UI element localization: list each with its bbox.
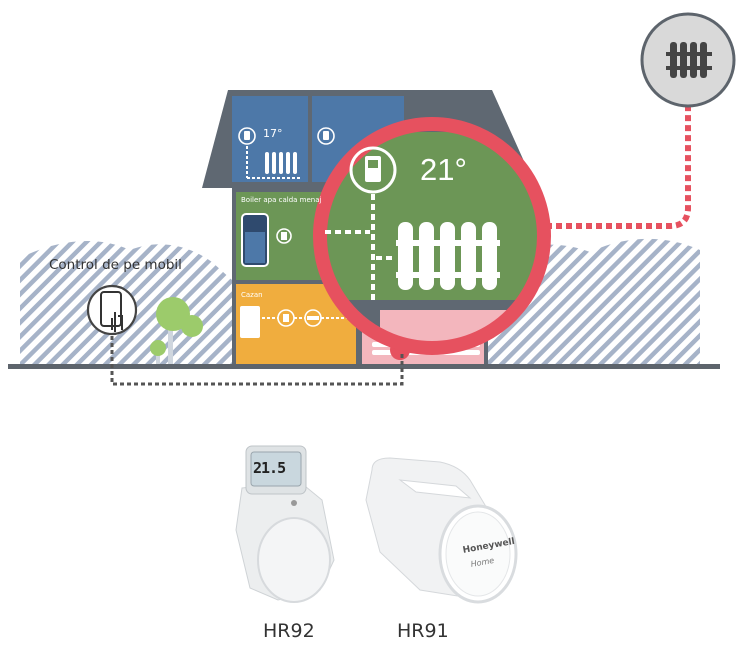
hr92-display-value: 21.5 [253,459,286,477]
magnifier-ring [313,117,551,355]
radiator-bubble-icon [666,42,712,78]
ground-line [8,364,720,369]
link-line-red [546,100,691,229]
radiator-icon [396,222,500,290]
thermostat-icon [349,146,397,194]
boiler-label: Boiler apa calda menaj [241,196,322,204]
hr92-device [235,445,335,603]
radiator-icon-small [265,152,297,174]
hr92-lcd [250,451,302,487]
room-temp-big: 21° [420,152,467,187]
thermostat-icon-small [238,127,256,145]
cazan-label: Cazan [241,291,263,299]
hr92-label: HR92 [263,620,315,642]
valve-icon [276,228,292,244]
thermostat-icon-mid [317,127,335,145]
tree-icon [150,297,203,364]
cazan-icon [240,306,260,338]
link-line-mobile [110,336,404,386]
mobile-control-label: Control de pe mobil [49,257,182,273]
hr91-device [365,457,518,604]
hr91-label: HR91 [397,620,449,642]
radiator-bubble [640,12,736,108]
room-temp-small: 17° [263,127,283,140]
